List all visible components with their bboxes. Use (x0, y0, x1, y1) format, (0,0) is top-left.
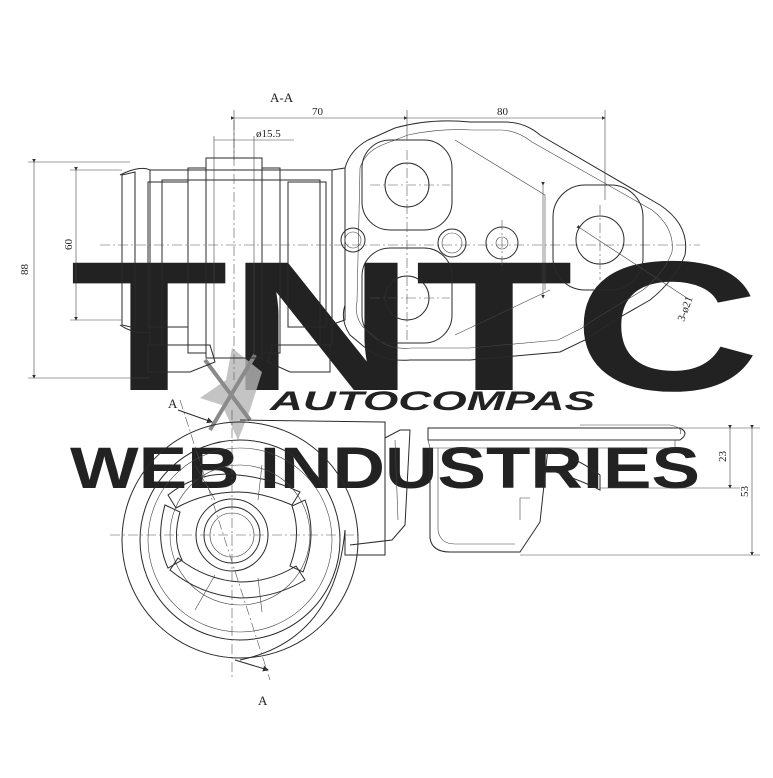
dim-phi-15-5: ø15.5 (256, 128, 281, 140)
watermark: TNTC WEB INDUSTRIES AUTOCOMPAS (70, 224, 760, 501)
bracket-plan-view (340, 120, 687, 361)
section-label: A-A (270, 90, 294, 105)
watermark-brand: AUTOCOMPAS (268, 386, 595, 416)
dim-23: 23 (717, 451, 729, 463)
bushing-front-view: A A (110, 396, 386, 708)
dim-60: 60 (63, 239, 75, 251)
dim-80: 80 (497, 106, 509, 118)
watermark-logo-icon (200, 348, 262, 440)
cut-label-top: A (168, 396, 178, 411)
dim-44: 44 (531, 267, 543, 279)
dim-88: 88 (19, 264, 31, 276)
dim-70: 70 (312, 106, 324, 118)
bracket-side-view: 23 53 (349, 424, 760, 556)
cut-label-bottom: A (258, 693, 268, 708)
dim-53: 53 (739, 486, 751, 498)
